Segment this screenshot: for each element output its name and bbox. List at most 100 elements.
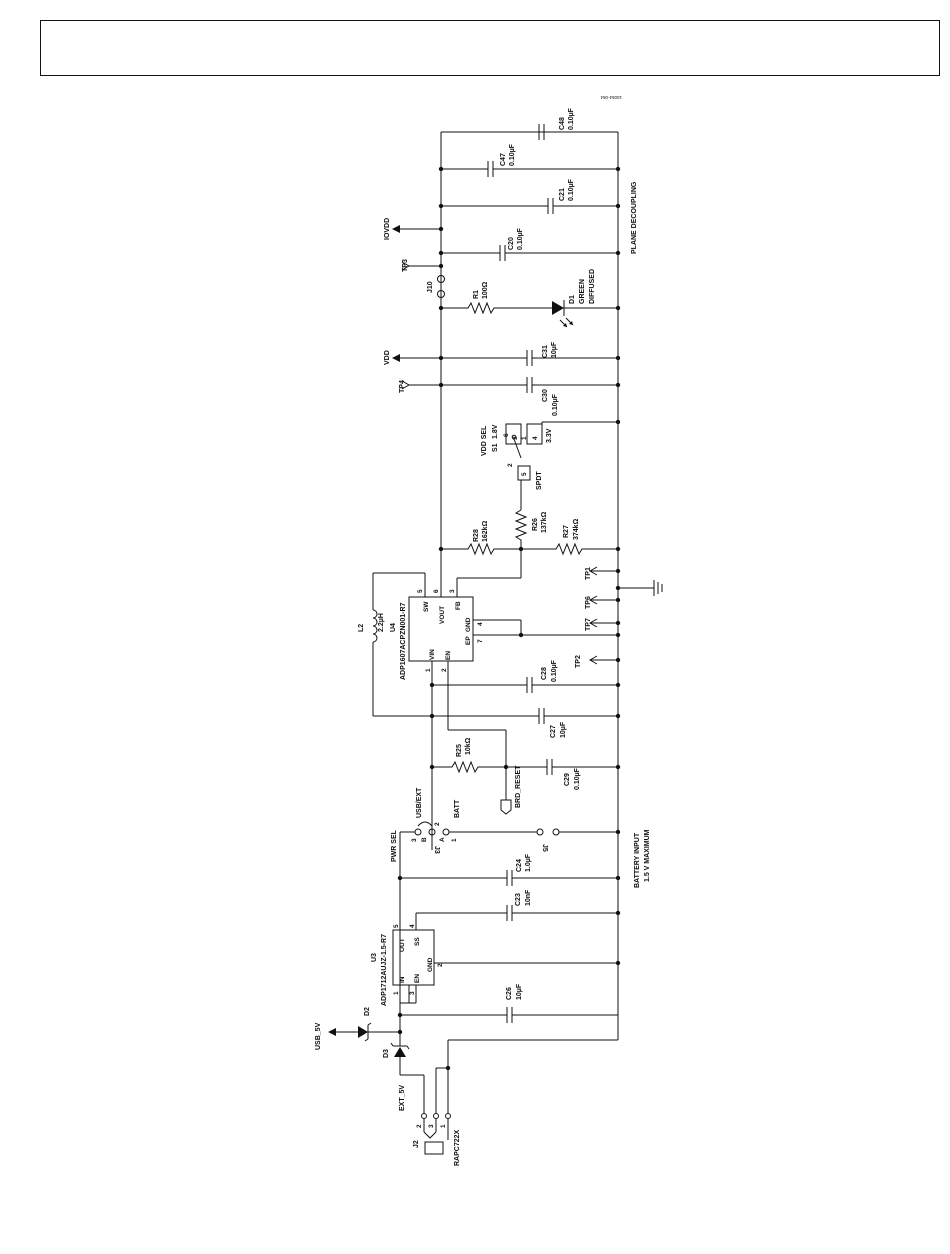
l2-value: 2.2µH bbox=[378, 613, 385, 632]
j3-pin-1: 1 bbox=[451, 838, 458, 842]
r25-resistor bbox=[429, 759, 621, 775]
s1-ref: S1 bbox=[492, 443, 499, 452]
u4-pin-3: 3 bbox=[449, 589, 456, 593]
c29-value: 0.10µF bbox=[574, 767, 581, 790]
s1-pin-5: 5 bbox=[521, 472, 528, 476]
j10-ref: J10 bbox=[427, 281, 434, 293]
j2-pin-3: 3 bbox=[428, 1124, 435, 1128]
j2-ref: J2 bbox=[413, 1140, 420, 1148]
j3-pin-2: 2 bbox=[434, 822, 441, 826]
figure-id: 10054-054 bbox=[600, 95, 622, 100]
r26-ref: R26 bbox=[532, 518, 539, 531]
u4-pin-2: 2 bbox=[441, 668, 448, 672]
d3-ref: D3 bbox=[383, 1049, 390, 1058]
u3-part: ADP1712AUJZ-1.5-R7 bbox=[381, 934, 388, 1006]
u3-pin-en: EN bbox=[414, 974, 421, 983]
d1-value-2: DIFFUSED bbox=[589, 269, 596, 304]
r28-ref: R28 bbox=[473, 529, 480, 542]
u3-pin-3: 3 bbox=[409, 991, 416, 995]
tp1-testpoint bbox=[588, 566, 621, 576]
c26-ref: C26 bbox=[506, 987, 513, 1000]
iovdd-net-label: IOVDD bbox=[384, 218, 391, 240]
plane-decoupling-caps bbox=[438, 124, 621, 261]
r26-resistor bbox=[514, 509, 528, 578]
j3-ref: J3 bbox=[433, 846, 440, 854]
j2-power-jack bbox=[421, 1065, 451, 1155]
u3-pin-gnd: GND bbox=[427, 957, 434, 972]
u4-pin-6: 6 bbox=[433, 589, 440, 593]
tp7-testpoint bbox=[588, 618, 621, 628]
vdd-net-label: VDD bbox=[384, 350, 391, 365]
u3-ref: U3 bbox=[371, 953, 378, 962]
s1-pin-1: 1 bbox=[521, 436, 528, 440]
usb-ext-label: USB/EXT bbox=[416, 787, 423, 818]
tp1-label: TP1 bbox=[585, 567, 592, 580]
v33-label: 3.3V bbox=[546, 428, 553, 443]
u3-pin-5: 5 bbox=[393, 924, 400, 928]
j3-pin-a: A bbox=[439, 837, 446, 842]
u4-pin-gnd: GND bbox=[465, 617, 472, 632]
c20-ref: C20 bbox=[508, 237, 515, 250]
vdd-arrow bbox=[392, 350, 621, 366]
l2-ref: L2 bbox=[358, 624, 365, 632]
batt-label: BATT bbox=[454, 799, 461, 818]
u4-pin-ep: EP bbox=[465, 636, 472, 645]
iovdd-arrow bbox=[392, 225, 444, 233]
s1-pin-6: 6 bbox=[503, 433, 510, 437]
r27-value: 374kΩ bbox=[573, 518, 580, 540]
r27-ref: R27 bbox=[563, 525, 570, 538]
u3-pin-1: 1 bbox=[393, 991, 400, 995]
d1-value-1: GREEN bbox=[579, 279, 586, 304]
s1-value: SPDT bbox=[536, 471, 543, 490]
usb-5v-net-label: USB_5V bbox=[315, 1022, 322, 1050]
tp2-label: TP2 bbox=[575, 655, 582, 668]
c48-value: 0.10µF bbox=[568, 107, 575, 130]
c24-ref: C24 bbox=[516, 859, 523, 872]
tp4-testpoint bbox=[401, 377, 621, 393]
u4-pin-1: 1 bbox=[425, 668, 432, 672]
u4-ref: U4 bbox=[390, 623, 397, 632]
r1-value: 100Ω bbox=[482, 281, 489, 299]
r26-value: 137kΩ bbox=[541, 511, 548, 533]
tp7-label: TP7 bbox=[585, 618, 592, 631]
c23-value: 10nF bbox=[525, 889, 532, 906]
d3-diode bbox=[390, 1032, 425, 1113]
u3-pin-4: 4 bbox=[409, 924, 416, 928]
c21-ref: C21 bbox=[559, 188, 566, 201]
s1-switch bbox=[505, 419, 621, 510]
title-block bbox=[40, 20, 940, 76]
u4-regulator bbox=[372, 549, 621, 850]
r1-resistor bbox=[438, 301, 552, 315]
j3-selector bbox=[399, 821, 537, 1032]
c30-ref: C30 bbox=[542, 389, 549, 402]
u4-pin-vout: VOUT bbox=[439, 606, 446, 624]
d2-diode bbox=[358, 1022, 372, 1042]
u3-pin-out: OUT bbox=[399, 938, 406, 952]
c21-value: 0.10µF bbox=[568, 178, 575, 201]
u4-pin-en: EN bbox=[445, 651, 452, 660]
s1-pin-4: 4 bbox=[532, 436, 539, 440]
l2-inductor bbox=[372, 609, 539, 717]
c27-ref: C27 bbox=[550, 725, 557, 738]
r1-ref: R1 bbox=[473, 290, 480, 299]
tp6-testpoint bbox=[588, 595, 621, 605]
c30-value: 0.10µF bbox=[552, 393, 559, 416]
u4-pin-sw: SW bbox=[423, 601, 430, 612]
r28-value: 162kΩ bbox=[482, 520, 489, 542]
u3-pin-2: 2 bbox=[437, 963, 444, 967]
u3-pin-in: IN bbox=[399, 976, 406, 983]
c28-value: 0.10µF bbox=[551, 659, 558, 682]
c31-value: 10µF bbox=[551, 341, 558, 358]
u4-pin-5: 5 bbox=[417, 589, 424, 593]
c23-ref: C23 bbox=[515, 893, 522, 906]
u4-pin-7: 7 bbox=[477, 639, 484, 643]
j3-pin-3: 3 bbox=[411, 838, 418, 842]
tp6-label: TP6 bbox=[585, 596, 592, 609]
r25-value: 10kΩ bbox=[465, 737, 472, 755]
d1-ref: D1 bbox=[569, 295, 576, 304]
j3-pin-b: B bbox=[421, 837, 428, 842]
c48-ref: C48 bbox=[559, 117, 566, 130]
ext-5v-net-label: EXT_5V bbox=[399, 1085, 406, 1111]
c47-value: 0.10µF bbox=[509, 143, 516, 166]
